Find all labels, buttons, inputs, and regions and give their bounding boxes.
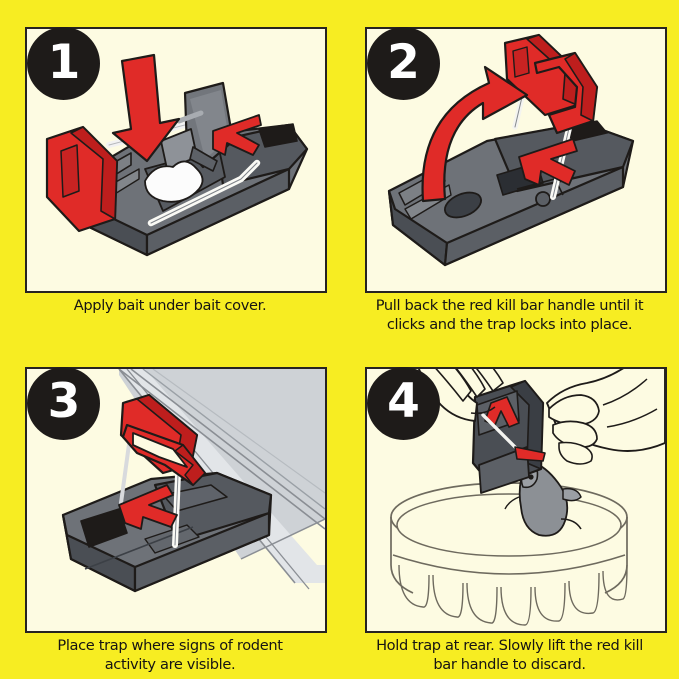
step-badge-1: 1 [27, 27, 100, 100]
instruction-panel-3: 3 Place trap where signs of rodent activ… [0, 340, 340, 679]
right-hand [545, 368, 665, 465]
illustration-frame-2 [364, 27, 667, 293]
step-badge-2: 2 [366, 27, 440, 100]
trap-baseboard-illustration [61, 368, 325, 592]
illustration-frame-4 [364, 366, 667, 633]
step-badge-4: 4 [366, 366, 440, 440]
trap-cock-handle-illustration [387, 33, 634, 267]
step-badge-3: 3 [27, 366, 100, 440]
white-bait-blob [144, 160, 204, 203]
trap-body [61, 471, 273, 592]
trap-bait-illustration [45, 53, 309, 257]
step-number-2: 2 [387, 34, 420, 90]
caption-line: bar handle to discard. [433, 655, 586, 673]
step-caption-1: Apply bait under bait cover. [10, 296, 330, 315]
red-bait-cover [45, 125, 119, 233]
caption-line: Pull back the red kill bar handle until … [375, 297, 644, 314]
discard-over-bucket-illustration [389, 368, 665, 626]
step-number-1: 1 [47, 34, 81, 90]
step-number-3: 3 [47, 374, 81, 429]
red-kill-bar-handle [119, 393, 207, 486]
red-chevron-logo [212, 114, 262, 156]
trap-body-vertical [471, 379, 546, 494]
step-caption-4: Hold trap at rear. Slowly lift the red k… [350, 636, 670, 674]
red-chevron-logo [517, 138, 578, 186]
step-caption-3: Place trap where signs of rodent activit… [10, 636, 330, 674]
step-number-4: 4 [387, 374, 420, 429]
red-curved-arrow [420, 65, 528, 203]
caption-line: activity are visible. [104, 655, 236, 673]
caption-line: Place trap where signs of rodent [57, 636, 283, 654]
instruction-panel-2: 2 Pull back the red kill bar handle unti… [340, 0, 679, 340]
red-down-arrow [111, 53, 181, 163]
step-caption-2: Pull back the red kill bar handle until … [350, 296, 670, 334]
red-chevron-logo [118, 483, 178, 530]
caption-line: Hold trap at rear. Slowly lift the red k… [376, 636, 643, 654]
red-kill-bar-handle [503, 33, 598, 135]
illustration-frame-1 [25, 27, 327, 293]
instruction-panel-1: 1 Apply bait under bait cover. [0, 0, 340, 340]
caption-line: Apply bait under bait cover. [73, 297, 267, 314]
caption-line: clicks and the trap locks into place. [386, 316, 633, 333]
instruction-panel-4: 4 Hold trap at rear. Slowly lift the red… [340, 340, 679, 679]
